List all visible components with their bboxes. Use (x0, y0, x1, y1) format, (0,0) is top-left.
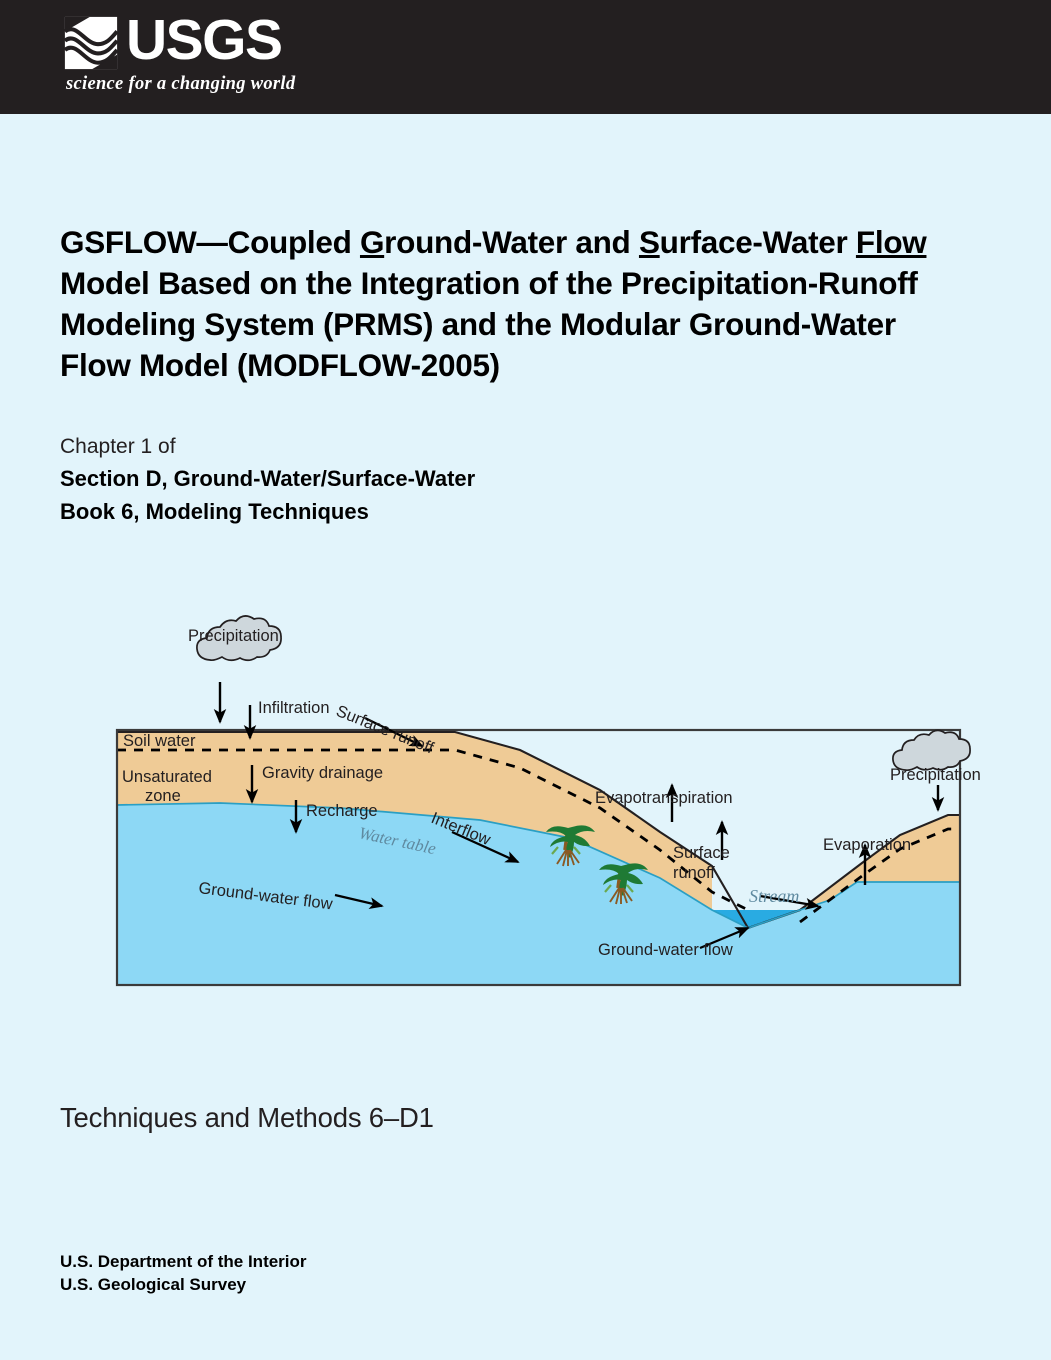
series-label: Techniques and Methods 6–D1 (60, 1102, 434, 1133)
stream-channel (712, 910, 800, 928)
precipitation-cloud-right-icon (892, 729, 971, 772)
label-stream: Stream (749, 886, 799, 906)
title-underline-flow: Flow (855, 224, 927, 260)
label-surface-runoff-right-2: runoff (673, 864, 715, 882)
title-line-2: Model Based on the Integration of the Pr… (60, 265, 918, 301)
land-surface-line (117, 730, 960, 930)
usgs-wave-mark-icon (62, 14, 120, 72)
saturated-zone-fill (117, 803, 960, 985)
precipitation-cloud-left-icon (196, 615, 282, 662)
title-block: GSFLOW—Coupled Ground-Water and Surface-… (60, 222, 1000, 386)
label-recharge: Recharge (306, 802, 378, 820)
label-unsaturated-zone-line2: zone (145, 787, 181, 805)
interflow-arrow (451, 830, 520, 864)
soil-water-dashed-line (117, 748, 749, 912)
usgs-tagline: science for a changing world (66, 74, 296, 94)
label-precipitation-left: Precipitation (188, 627, 279, 645)
title-line-1: GSFLOW—Coupled Ground-Water and Surface-… (60, 224, 927, 260)
subtitle-block: Chapter 1 of Section D, Ground-Water/Sur… (60, 432, 760, 528)
unsaturated-zone-fill-right-b (800, 815, 960, 910)
label-gravity-drainage: Gravity drainage (262, 764, 383, 782)
label-evapotranspiration: Evapotranspiration (595, 789, 733, 807)
title-line-4: Flow Model (MODFLOW-2005) (60, 347, 500, 383)
ground-water-flow-arrow-left (334, 893, 384, 909)
label-unsaturated-zone-line1: Unsaturated (122, 768, 212, 786)
footer-block: U.S. Department of the Interior U.S. Geo… (60, 1250, 307, 1296)
department-label: U.S. Department of the Interior (60, 1252, 307, 1271)
survey-label: U.S. Geological Survey (60, 1275, 247, 1294)
page-title: GSFLOW—Coupled Ground-Water and Surface-… (60, 222, 1000, 386)
tree-icon-2 (599, 863, 648, 905)
label-evaporation: Evaporation (823, 836, 911, 854)
title-line-3: Modeling System (PRMS) and the Modular G… (60, 306, 896, 342)
unsaturated-zone-fill-left (117, 732, 712, 910)
title-underline-s: S (638, 224, 660, 260)
tree-icon-1 (546, 825, 595, 867)
book-label: Book 6, Modeling Techniques (60, 499, 369, 524)
label-infiltration: Infiltration (258, 699, 330, 717)
label-soil-water: Soil water (123, 732, 196, 750)
usgs-wordmark: USGS (126, 8, 283, 72)
diagram-svg: Precipitation Infiltration Surface runof… (115, 615, 981, 987)
label-surface-runoff-right-1: Surface (673, 844, 730, 862)
usgs-logo: USGS (62, 8, 283, 72)
chapter-label: Chapter 1 of (60, 435, 176, 458)
label-ground-water-flow-right: Ground-water flow (598, 941, 733, 959)
usgs-header-band: USGS science for a changing world (0, 0, 1051, 114)
label-precipitation-right: Precipitation (890, 766, 981, 784)
ground-water-flow-arrow-right (699, 926, 750, 950)
section-label: Section D, Ground-Water/Surface-Water (60, 466, 476, 491)
title-underline-g: G (359, 224, 385, 260)
surface-runoff-arrow-right (759, 894, 820, 910)
ground-water-surface-water-interaction-diagram: Precipitation Infiltration Surface runof… (100, 610, 990, 1000)
surface-runoff-arrow-left (364, 716, 424, 748)
diagram-border (115, 728, 962, 987)
soil-water-dashed-line-right (799, 827, 960, 924)
